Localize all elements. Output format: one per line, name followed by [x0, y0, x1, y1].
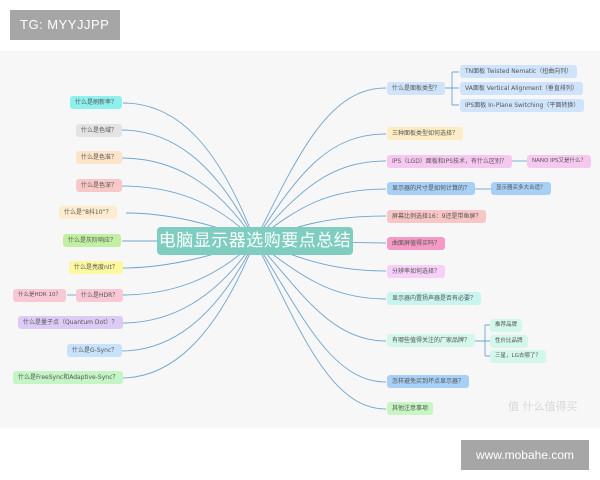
- node-va-panel[interactable]: VA面板 Vertical Alignment（垂直排列）: [460, 82, 583, 95]
- smzdm-logo: 值 什么值得买: [508, 400, 578, 413]
- node-color-depth[interactable]: 什么是色深？: [76, 179, 123, 192]
- node-8bit-frc[interactable]: 什么是“8抖10”？: [59, 206, 117, 219]
- node-nano-ips[interactable]: NANO IPS又是什么？: [527, 155, 591, 168]
- node-panel-choice[interactable]: 三种面板类型如何选择？: [387, 127, 464, 140]
- node-brightness-nit[interactable]: 什么是亮度nit？: [69, 261, 123, 274]
- node-speakers[interactable]: 显示器内置扬声器是否有必要？: [387, 292, 482, 305]
- node-other-notes[interactable]: 其他注意事项: [387, 402, 434, 415]
- node-hdr[interactable]: 什么是HDR？: [76, 289, 124, 302]
- node-g-sync[interactable]: 什么是G-Sync？: [67, 344, 123, 357]
- node-samsung-lg[interactable]: 三星，LG去哪了？: [490, 350, 546, 363]
- node-freesync[interactable]: 什么是FreeSync和Adaptive-Sync？: [13, 371, 124, 384]
- node-quantum-dot[interactable]: 什么是量子点（Quantum Dot）？: [18, 316, 123, 329]
- node-size-calc[interactable]: 显示器的尺寸是如何计算的？: [387, 182, 476, 195]
- node-hdr10[interactable]: 什么是HDR 10？: [13, 289, 66, 302]
- node-ips-panel[interactable]: IPS面板 In-Plane Switching（平面转换）: [460, 99, 585, 112]
- node-aspect-ratio[interactable]: 屏幕比例选择16：9还是带鱼屏？: [387, 210, 487, 223]
- node-resolution[interactable]: 分辨率如何选择？: [387, 265, 446, 278]
- node-dead-pixel[interactable]: 怎样避免买到坏点显示器？: [387, 375, 470, 388]
- node-ips-lgd[interactable]: IPS（LGD）面板和IPS技术，有什么区别？: [387, 155, 513, 168]
- node-panel-type[interactable]: 什么是面板类型？: [387, 82, 446, 95]
- node-value-brands[interactable]: 性价比品牌: [490, 335, 528, 348]
- node-curved[interactable]: 曲面屏值得买吗？: [387, 237, 446, 250]
- node-size-choice[interactable]: 显示器买多大合适？: [491, 182, 551, 195]
- watermark-bottom: www.mobahe.com: [461, 440, 589, 470]
- node-brands[interactable]: 有哪些值得关注的厂家品牌？: [387, 334, 476, 347]
- node-recommended-brands[interactable]: 推荐品牌: [490, 319, 523, 332]
- node-refresh-rate[interactable]: 什么是刷新率？: [70, 96, 123, 109]
- node-color-gamut[interactable]: 什么是色域？: [76, 124, 123, 137]
- mindmap-root-node[interactable]: 电脑显示器选购要点总结: [157, 227, 353, 255]
- node-tn-panel[interactable]: TN面板 Twisted Nematic（扭曲向列）: [460, 65, 578, 78]
- node-color-accuracy[interactable]: 什么是色准？: [76, 151, 123, 164]
- node-gray-response[interactable]: 什么是灰阶响应？: [63, 234, 122, 247]
- watermark-top: TG: MYYJJPP: [10, 10, 120, 40]
